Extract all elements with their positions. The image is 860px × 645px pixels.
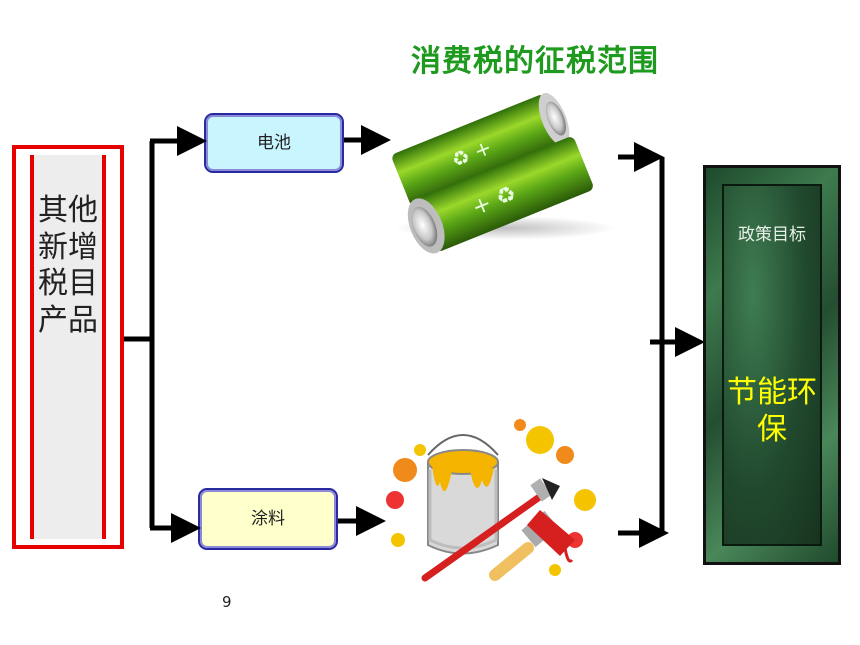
energy-saving-goal-text: 节能环保 — [727, 375, 817, 447]
battery-category-box: 电池 — [204, 113, 344, 173]
page-number: 9 — [222, 593, 232, 611]
battery-illustration: ♻ + + ♻ — [392, 92, 615, 254]
paint-illustration — [386, 419, 596, 582]
paint-category-box: 涂料 — [198, 488, 338, 550]
other-new-items-label: 其他新增税目产品 — [38, 193, 98, 338]
other-new-items-box: 其他新增税目产品 — [12, 145, 124, 549]
policy-goal-label: 政策目标 — [738, 225, 806, 245]
policy-goal-box: 政策目标 节能环保 — [703, 165, 841, 565]
policy-goal-inner: 政策目标 节能环保 — [722, 184, 822, 546]
slide-title: 消费税的征税范围 — [411, 44, 659, 79]
other-new-items-inner: 其他新增税目产品 — [30, 155, 106, 539]
